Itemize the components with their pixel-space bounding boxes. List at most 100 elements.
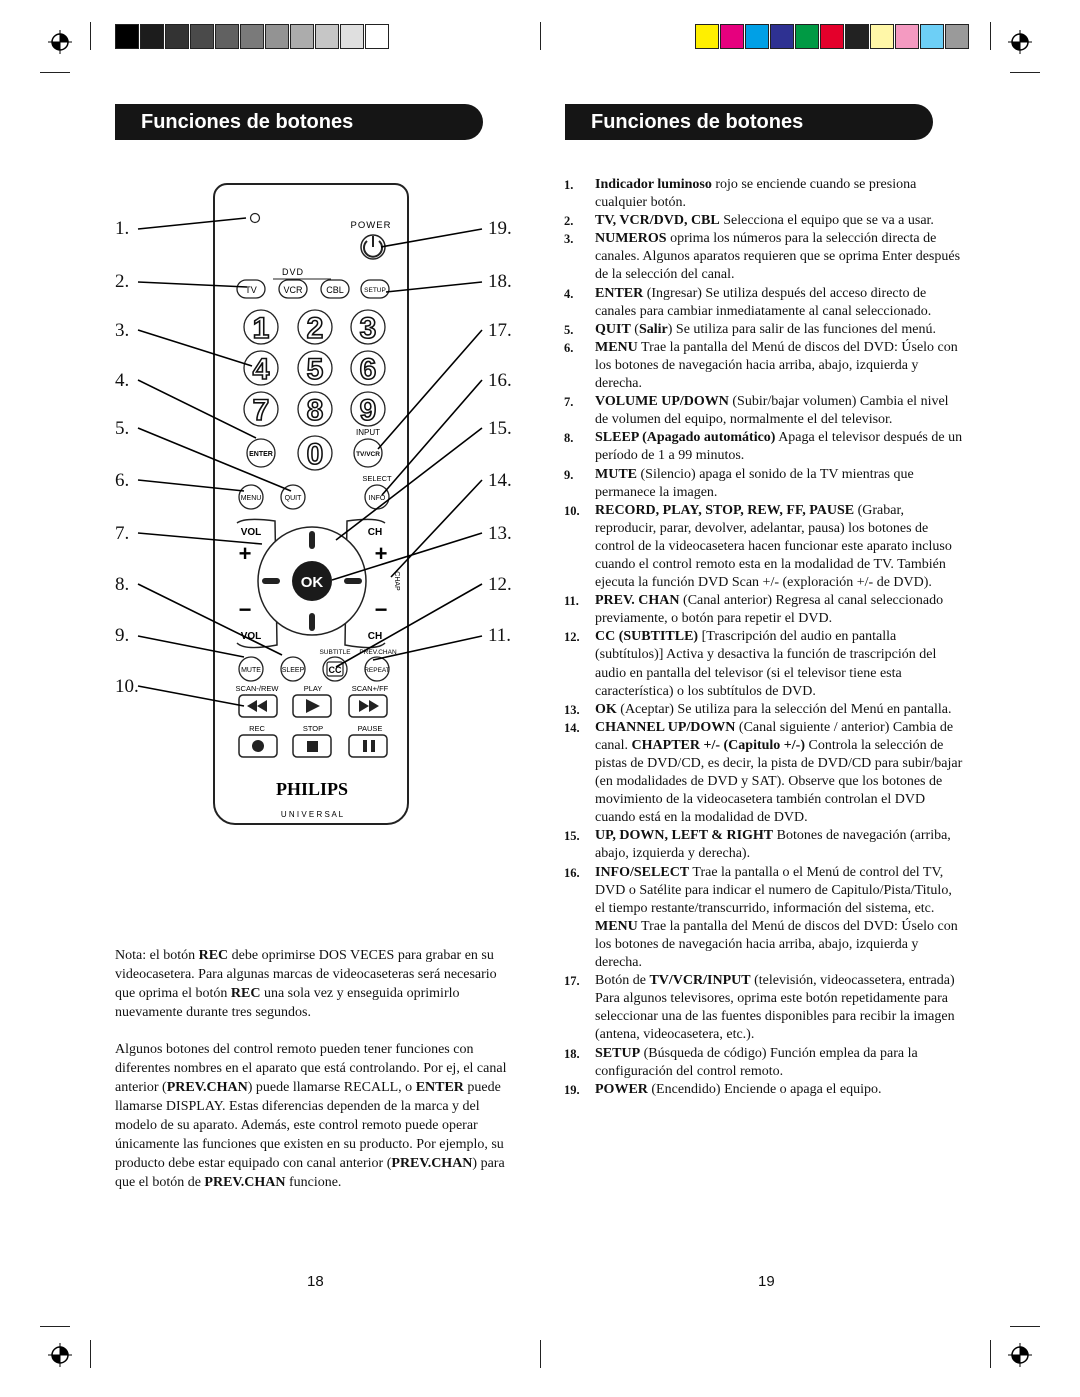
callout-number: 5. bbox=[115, 418, 130, 439]
list-item: 4.ENTER (Ingresar) Se utiliza después de… bbox=[564, 285, 964, 321]
text-run: (Aceptar) Se utiliza para la selección d… bbox=[616, 701, 952, 717]
sleep-label: SLEEP bbox=[282, 667, 305, 674]
text-run: puede llamarse DISPLAY. Estas diferencia… bbox=[115, 1080, 504, 1171]
text-run: (Canal siguiente / anterior) Cambia de c… bbox=[595, 719, 954, 753]
calibration-swatch bbox=[920, 24, 944, 49]
digit-button bbox=[297, 309, 333, 345]
repeat-label: REPEAT bbox=[364, 667, 390, 674]
scan-rew-label: SCAN-/REW bbox=[236, 684, 280, 693]
sleep-button bbox=[280, 656, 306, 682]
item-number: 2. bbox=[564, 214, 574, 229]
text-run: Apaga el televisor después de un período… bbox=[595, 430, 963, 464]
text-run: (Búsqueda de código) Función emplea da p… bbox=[595, 1045, 918, 1079]
callout-number: 7. bbox=[115, 523, 130, 544]
item-number: 14. bbox=[564, 720, 580, 735]
list-item: 14. CHANNEL UP/DOWN (Canal siguiente / an… bbox=[564, 719, 964, 828]
bold-text: CHANNEL UP/DOWN bbox=[595, 719, 736, 735]
text-run: rojo se enciende cuando se presiona cual… bbox=[595, 177, 917, 211]
text-run: Trae la pantalla del Menú de discos del … bbox=[595, 339, 958, 392]
bold-text: REC bbox=[230, 986, 261, 1001]
item-text: UP, DOWN, LEFT & RIGHT Botones de navega… bbox=[595, 827, 964, 863]
quit-label: QUIT bbox=[285, 495, 302, 502]
digit-label: 9 bbox=[360, 394, 377, 427]
digit-label: 4 bbox=[253, 353, 270, 386]
bold-text: SETUP bbox=[595, 1045, 641, 1061]
text-run: Trae la pantalla del Menú de discos del … bbox=[595, 918, 958, 971]
bold-text: PREV.CHAN bbox=[166, 1080, 248, 1095]
item-text: MUTE (Silencio) apaga el sonido de la TV… bbox=[595, 466, 964, 502]
callout-number: 2. bbox=[115, 271, 130, 292]
calibration-swatch bbox=[720, 24, 744, 49]
mute-label: MUTE bbox=[241, 667, 261, 674]
item-number: 6. bbox=[564, 340, 574, 355]
item-text: RECORD, PLAY, STOP, REW, FF, PAUSE (Grab… bbox=[595, 502, 964, 592]
digit-button bbox=[350, 309, 386, 345]
item-number: 19. bbox=[564, 1082, 580, 1097]
bold-text: UP, DOWN, LEFT & RIGHT bbox=[595, 828, 774, 844]
vcr-label: VCR bbox=[283, 285, 303, 295]
ok-button bbox=[292, 561, 332, 601]
right-page-header: Funciones de botones bbox=[565, 104, 933, 140]
digit-button bbox=[243, 309, 279, 345]
bold-text: PREV.CHAN bbox=[204, 1175, 286, 1190]
left-note: Nota: el botón REC debe oprimirse DOS VE… bbox=[115, 946, 510, 1210]
calibration-swatch bbox=[695, 24, 719, 49]
item-number: 11. bbox=[564, 594, 579, 609]
item-number: 1. bbox=[564, 178, 574, 192]
vol-minus-label: − bbox=[239, 597, 252, 622]
list-item: 13.OK (Aceptar) Se utiliza para la selec… bbox=[564, 701, 964, 719]
item-text: CHANNEL UP/DOWN (Canal siguiente / anter… bbox=[595, 719, 964, 828]
callout-number: 19. bbox=[488, 218, 512, 239]
text-run: Nota: el botón bbox=[115, 948, 199, 963]
bold-text: INFO/SELECT bbox=[595, 864, 690, 880]
item-text: CC (SUBTITLE) [Trascripción del audio en… bbox=[595, 628, 964, 700]
calibration-swatch bbox=[770, 24, 794, 49]
calibration-swatch bbox=[140, 24, 164, 49]
list-item: 17.Botón de TV/VCR/INPUT (televisión, vi… bbox=[564, 972, 964, 1044]
registration-mark-icon bbox=[1008, 30, 1032, 54]
tv-button bbox=[236, 279, 266, 299]
bold-text: MENU bbox=[595, 918, 638, 934]
menu-label: MENU bbox=[241, 495, 262, 502]
item-text: PREV. CHAN (Canal anterior) Regresa al c… bbox=[595, 592, 964, 628]
brand-logo: PHILIPS bbox=[276, 779, 348, 799]
page-number-right: 19 bbox=[758, 1273, 775, 1290]
vol-plus-label: + bbox=[239, 541, 252, 566]
indicator-light-icon bbox=[249, 212, 261, 224]
page-number-left: 18 bbox=[307, 1273, 324, 1290]
callout-number: 12. bbox=[488, 574, 512, 595]
tv-label: TV bbox=[245, 285, 257, 295]
item-number: 16. bbox=[564, 865, 580, 880]
chap-label: CHAP bbox=[393, 571, 400, 591]
digit-button bbox=[243, 391, 279, 427]
list-item: 12.CC (SUBTITLE) [Trascripción del audio… bbox=[564, 628, 964, 700]
digit-label: 5 bbox=[307, 353, 324, 386]
text-run: (Subir/bajar volumen) Cambia el nivel de… bbox=[595, 394, 949, 428]
cbl-button bbox=[320, 279, 350, 299]
text-run: debe oprimirse DOS VECES para grabar en … bbox=[115, 948, 497, 1001]
callout-number: 8. bbox=[115, 574, 130, 595]
callout-number: 16. bbox=[488, 370, 512, 391]
item-text: Indicador luminoso rojo se enciende cuan… bbox=[595, 176, 964, 212]
text-run: (Grabar, reproducir, parar, devolver, ad… bbox=[595, 502, 952, 591]
item-number: 15. bbox=[564, 829, 580, 844]
bold-text: RECORD, PLAY, STOP, REW, FF, PAUSE bbox=[595, 502, 855, 518]
callout-number: 18. bbox=[488, 271, 512, 292]
list-item: 11. PREV. CHAN (Canal anterior) Regresa a… bbox=[564, 592, 964, 628]
setup-label: SETUP bbox=[364, 287, 386, 294]
bold-text: NUMEROS bbox=[595, 231, 667, 247]
registration-mark-icon bbox=[1008, 1343, 1032, 1367]
digit-label: 3 bbox=[360, 312, 377, 345]
calibration-swatch bbox=[945, 24, 969, 49]
mute-button bbox=[238, 656, 264, 682]
digit-button bbox=[297, 435, 333, 471]
item-text: QUIT (Salir) Se utiliza para salir de la… bbox=[595, 321, 964, 339]
text-run: ) para que el botón de bbox=[115, 1156, 505, 1190]
bold-text: QUIT bbox=[595, 321, 631, 337]
calibration-swatch bbox=[820, 24, 844, 49]
item-number: 17. bbox=[564, 974, 580, 989]
item-number: 13. bbox=[564, 702, 580, 717]
ch-label-top: CH bbox=[368, 527, 382, 538]
